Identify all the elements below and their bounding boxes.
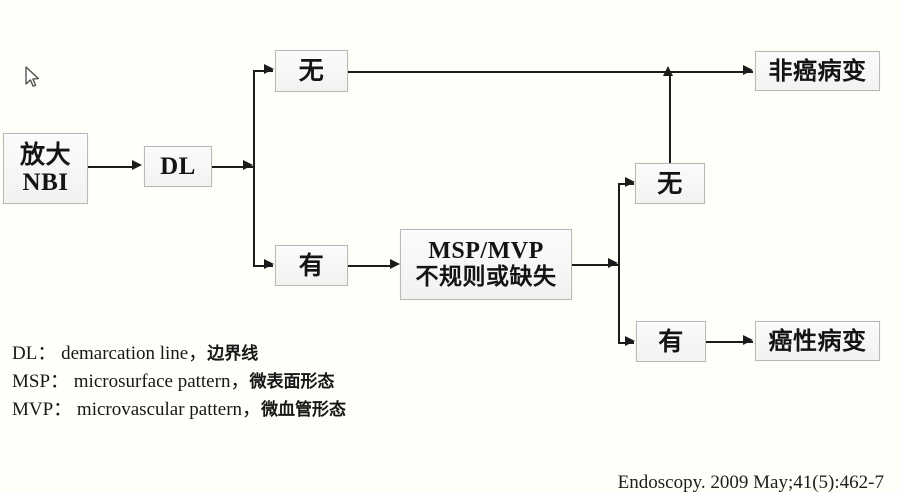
connector-branch-to-present — [253, 265, 273, 267]
arrowhead-pattern-present-to-cancer — [743, 335, 753, 345]
connector-dl-branch-bar — [253, 70, 255, 266]
legend-row-mvp-zh: 微血管形态 — [261, 400, 347, 420]
connector-pattern-to-branch — [572, 264, 618, 266]
arrowhead-nbi-to-dl — [132, 160, 142, 170]
arrowhead-branch-to-pattern-present — [625, 336, 635, 346]
legend-row-dl: DL： demarcation line，边界线 — [12, 340, 346, 368]
node-dl-label: DL — [160, 152, 196, 180]
connector-absent-to-noncancer — [348, 71, 753, 73]
node-pattern-present-label: 有 — [658, 326, 684, 356]
node-dl-present[interactable]: 有 — [275, 245, 348, 286]
arrowhead-branch-to-pattern-absent — [625, 177, 635, 187]
arrowhead-present-to-pattern — [390, 259, 400, 269]
connector-nbi-to-dl — [88, 166, 134, 168]
node-pattern-line2: 不规则或缺失 — [415, 264, 557, 291]
node-magnifying-nbi-line2: NBI — [22, 168, 69, 196]
node-cancer[interactable]: 癌性病变 — [755, 321, 880, 361]
node-magnifying-nbi-line1: 放大 — [19, 139, 71, 169]
legend-row-mvp-abbr: MVP： microvascular pattern， — [12, 399, 262, 420]
connector-branch-to-absent — [253, 70, 273, 72]
legend-row-msp-zh: 微表面形态 — [249, 372, 335, 392]
arrowhead-branch-to-absent — [264, 64, 274, 74]
legend-row-dl-zh: 边界线 — [207, 344, 259, 364]
connector-pattern-absent-to-noncancer — [669, 76, 671, 163]
node-pattern-present[interactable]: 有 — [636, 321, 706, 362]
legend-row-dl-abbr: DL： demarcation line， — [12, 343, 208, 364]
arrowhead-pattern-absent-to-noncancer — [663, 66, 673, 76]
node-pattern[interactable]: MSP/MVP 不规则或缺失 — [400, 229, 572, 300]
connector-dl-to-branch — [212, 166, 255, 168]
node-noncancer-label: 非癌病变 — [768, 56, 867, 85]
node-magnifying-nbi[interactable]: 放大 NBI — [3, 133, 88, 204]
node-dl-absent-label: 无 — [298, 56, 325, 85]
node-pattern-absent-label: 无 — [657, 168, 683, 198]
arrowhead-branch-to-present — [264, 259, 274, 269]
node-pattern-absent[interactable]: 无 — [635, 163, 705, 204]
connector-pattern-present-to-cancer — [706, 341, 753, 343]
legend-row-mvp: MVP： microvascular pattern，微血管形态 — [12, 396, 346, 424]
node-pattern-line1: MSP/MVP — [428, 238, 544, 265]
node-dl-present-label: 有 — [298, 250, 325, 280]
arrowhead-pattern-to-branch — [608, 258, 618, 268]
node-noncancer[interactable]: 非癌病变 — [755, 51, 880, 91]
citation-text: Endoscopy. 2009 May;41(5):462-7 — [617, 472, 884, 492]
legend-row-msp-abbr: MSP： microsurface pattern， — [12, 371, 250, 392]
connector-pattern-branch-bar — [618, 183, 620, 343]
connector-present-to-pattern — [348, 265, 392, 267]
legend: DL： demarcation line，边界线 MSP： microsurfa… — [12, 340, 346, 424]
node-dl[interactable]: DL — [144, 146, 212, 187]
arrowhead-dl-to-branch — [243, 160, 253, 170]
node-dl-absent[interactable]: 无 — [275, 50, 348, 92]
arrowhead-absent-to-noncancer — [743, 65, 753, 75]
mouse-pointer-icon — [24, 66, 42, 90]
legend-row-msp: MSP： microsurface pattern，微表面形态 — [12, 368, 346, 396]
node-cancer-label: 癌性病变 — [768, 326, 867, 355]
